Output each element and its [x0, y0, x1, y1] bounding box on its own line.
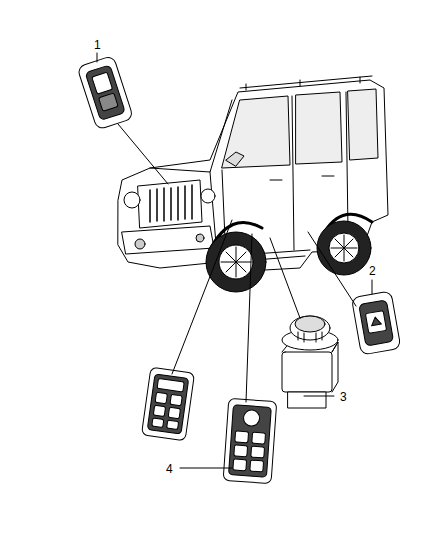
callout-number: 3	[338, 390, 349, 404]
callout-number: 2	[367, 264, 378, 278]
leader-lines	[97, 53, 372, 468]
switch-1	[77, 55, 134, 130]
switch-4-left	[141, 367, 194, 440]
callout-number: 4	[164, 462, 175, 476]
switch-4-right	[223, 398, 277, 483]
vehicle	[118, 76, 388, 292]
callout-number: 1	[92, 38, 103, 52]
switch-3	[282, 316, 338, 408]
switch-2	[351, 291, 400, 355]
